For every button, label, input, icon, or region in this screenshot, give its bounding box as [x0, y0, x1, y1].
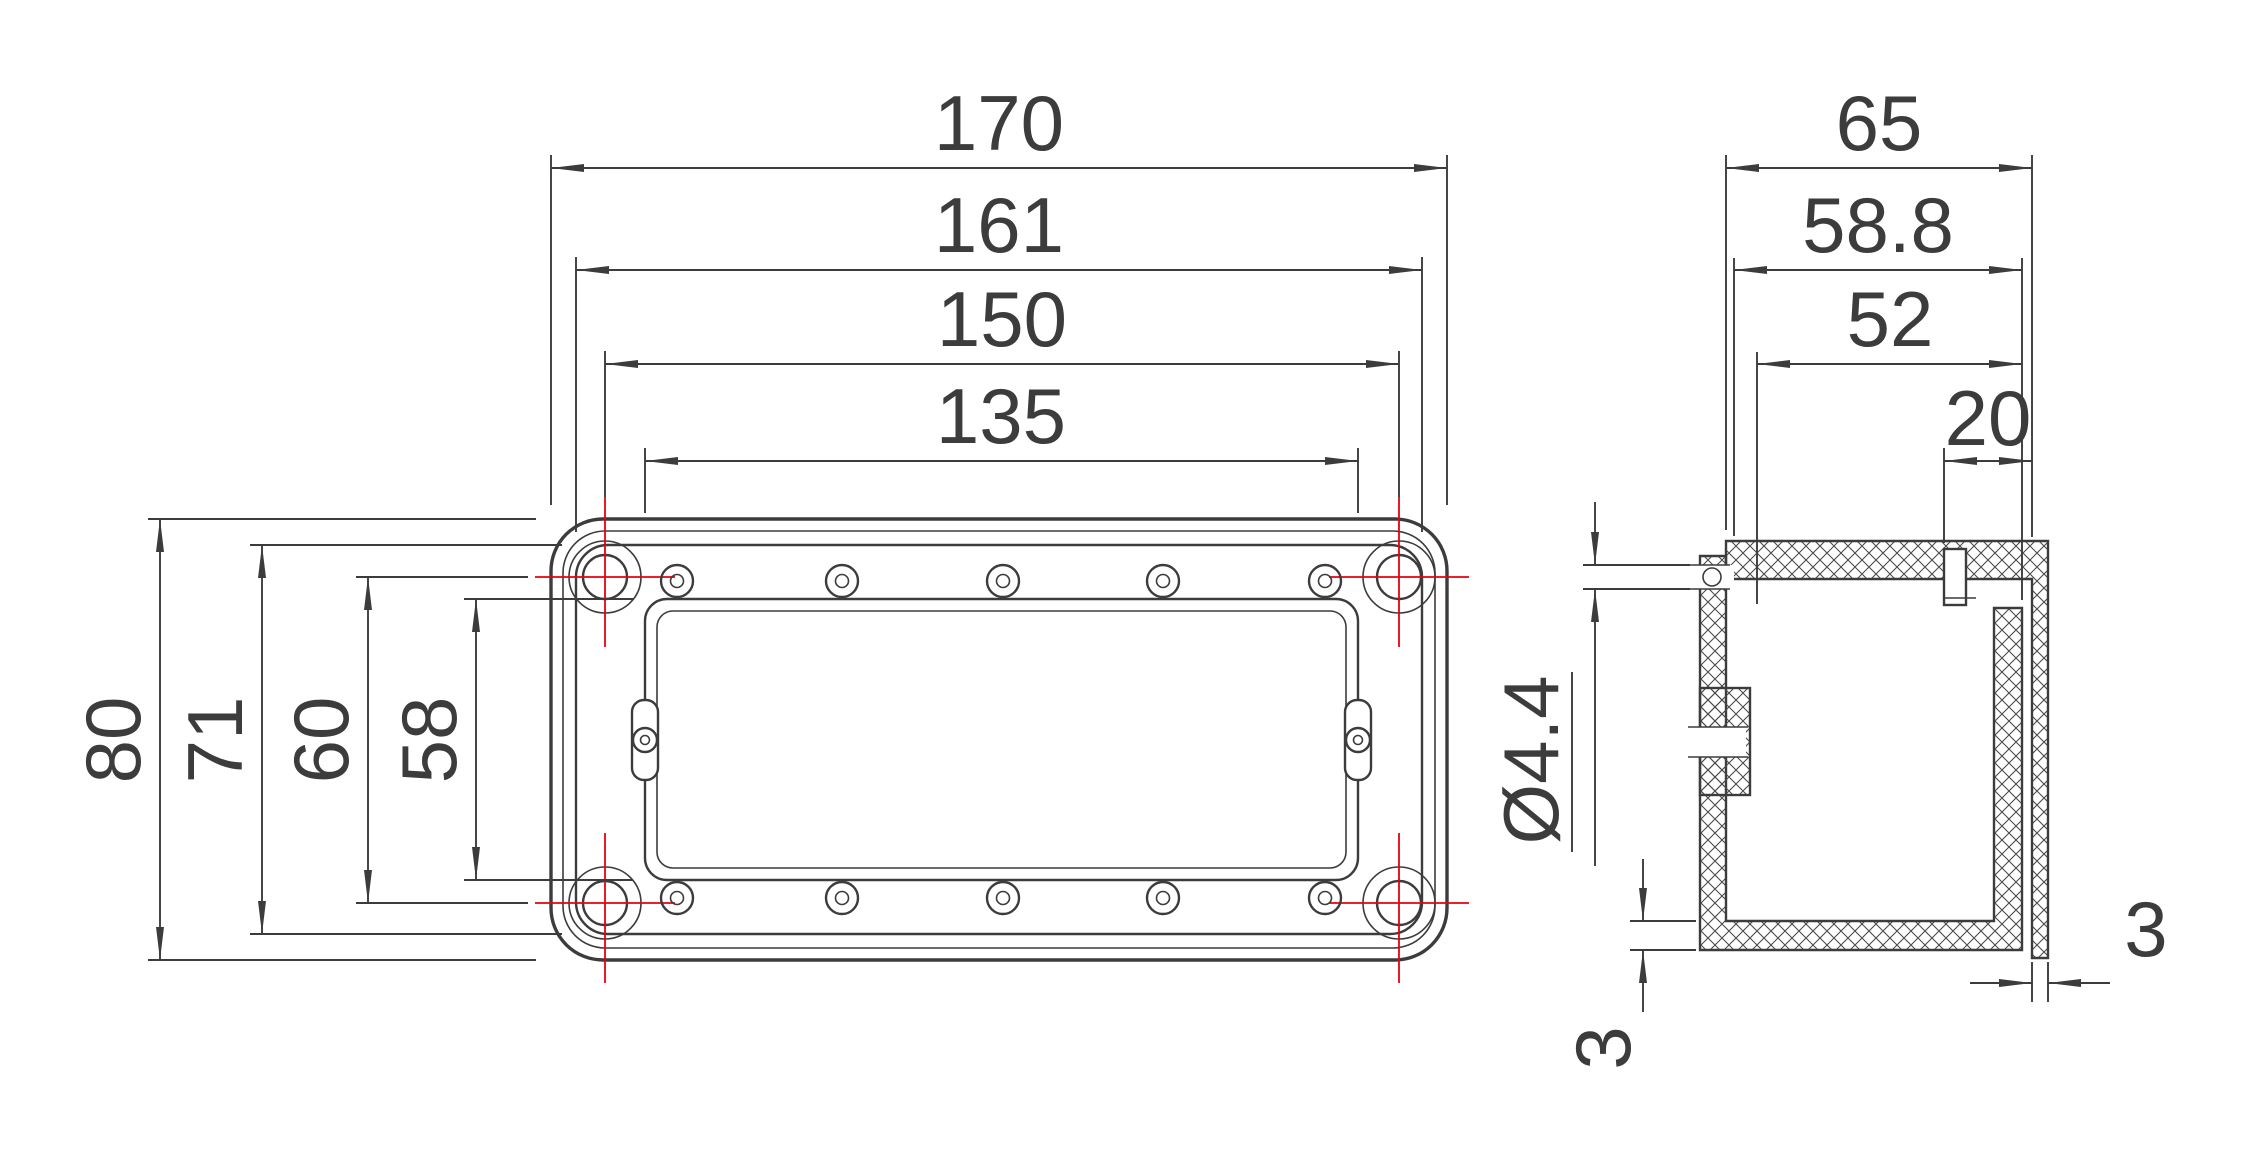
- screw-hole-inner: [669, 573, 685, 589]
- body-section: [1698, 554, 2024, 952]
- outer-flange-inner-edge: [562, 530, 1436, 949]
- dim-65-label: 65: [1836, 79, 1923, 167]
- screw-hole-outer: [985, 563, 1021, 599]
- dim-80: 80: [69, 518, 536, 961]
- screw-hole-outer: [824, 880, 860, 916]
- screw-hole-inner: [834, 890, 850, 906]
- dim-71: 71: [171, 544, 562, 935]
- dim-65: 65: [1725, 79, 2033, 537]
- hole-circle: [1702, 567, 1722, 587]
- lid-screw-holes: [659, 563, 1343, 916]
- dim-170: 170: [550, 79, 1448, 505]
- screw-hole-outer: [1145, 563, 1181, 599]
- dim-wall-thickness: 3: [1970, 885, 2168, 1002]
- latch-slot: [630, 698, 660, 782]
- latch-slot-pin: [639, 734, 651, 746]
- dim-170-label: 170: [934, 79, 1064, 167]
- flange-hole: [1688, 564, 1734, 590]
- screw-hole-outer: [985, 880, 1021, 916]
- screw-hole-inner: [1155, 573, 1171, 589]
- wall-thickness-label: 3: [2124, 885, 2167, 973]
- dim-20: 20: [1943, 374, 2032, 543]
- dim-60: 60: [277, 576, 528, 904]
- lid-recess-inner-edge: [656, 610, 1347, 869]
- bottom-thickness-label: 3: [1559, 1026, 1647, 1069]
- dim-52: 52: [1756, 275, 2022, 604]
- dim-135: 135: [644, 372, 1359, 513]
- side-view: 65 58.8 52 20 Ø4.4: [1487, 79, 2168, 1070]
- dim-150: 150: [604, 275, 1400, 497]
- screw-hole-inner: [669, 890, 685, 906]
- screw-hole-inner: [1155, 890, 1171, 906]
- dim-58-8-label: 58.8: [1802, 181, 1954, 269]
- screw-hole-outer: [659, 563, 695, 599]
- dim-80-label: 80: [69, 697, 157, 784]
- boss-slot: [1688, 726, 1748, 758]
- hole-diameter-label: Ø4.4: [1487, 675, 1575, 844]
- screw-hole-inner: [995, 573, 1011, 589]
- dim-58: 58: [385, 598, 633, 881]
- dim-58-label: 58: [385, 697, 473, 784]
- top-view: 170 161 150 135 80: [69, 79, 1469, 983]
- lid-recess-outline: [643, 597, 1360, 882]
- dim-hole-diameter: Ø4.4: [1487, 502, 1690, 866]
- latch-clip: [1942, 547, 1976, 607]
- dim-bottom-thickness: 3: [1559, 859, 1696, 1070]
- latch-slot: [1343, 698, 1373, 782]
- screw-hole-inner: [1317, 573, 1333, 589]
- screw-hole-inner: [995, 890, 1011, 906]
- dim-52-label: 52: [1847, 275, 1934, 363]
- dim-161: 161: [575, 181, 1423, 532]
- dim-161-label: 161: [934, 181, 1064, 269]
- slot-clearance: [1688, 727, 1746, 757]
- clip-body: [1942, 547, 1968, 607]
- latch-slot-pin: [1352, 734, 1364, 746]
- latch-slot-hole: [631, 726, 659, 754]
- dim-58-8: 58.8: [1733, 181, 2023, 600]
- screw-hole-outer: [1145, 880, 1181, 916]
- screw-hole-outer: [1307, 880, 1343, 916]
- dim-71-label: 71: [171, 697, 259, 784]
- latch-slot-hole: [1344, 726, 1372, 754]
- screw-hole-outer: [659, 880, 695, 916]
- latch-slots: [630, 698, 1373, 782]
- screw-hole-inner: [834, 573, 850, 589]
- screw-hole-outer: [824, 563, 860, 599]
- dim-135-label: 135: [936, 372, 1066, 460]
- screw-hole-inner: [1317, 890, 1333, 906]
- dim-150-label: 150: [937, 275, 1067, 363]
- screw-hole-outer: [1307, 563, 1343, 599]
- dim-60-label: 60: [277, 697, 365, 784]
- body-outline: [574, 543, 1424, 936]
- outer-flange-outline: [549, 517, 1449, 962]
- corner-hole-centerlines: [535, 497, 1469, 983]
- dim-20-label: 20: [1945, 374, 2032, 462]
